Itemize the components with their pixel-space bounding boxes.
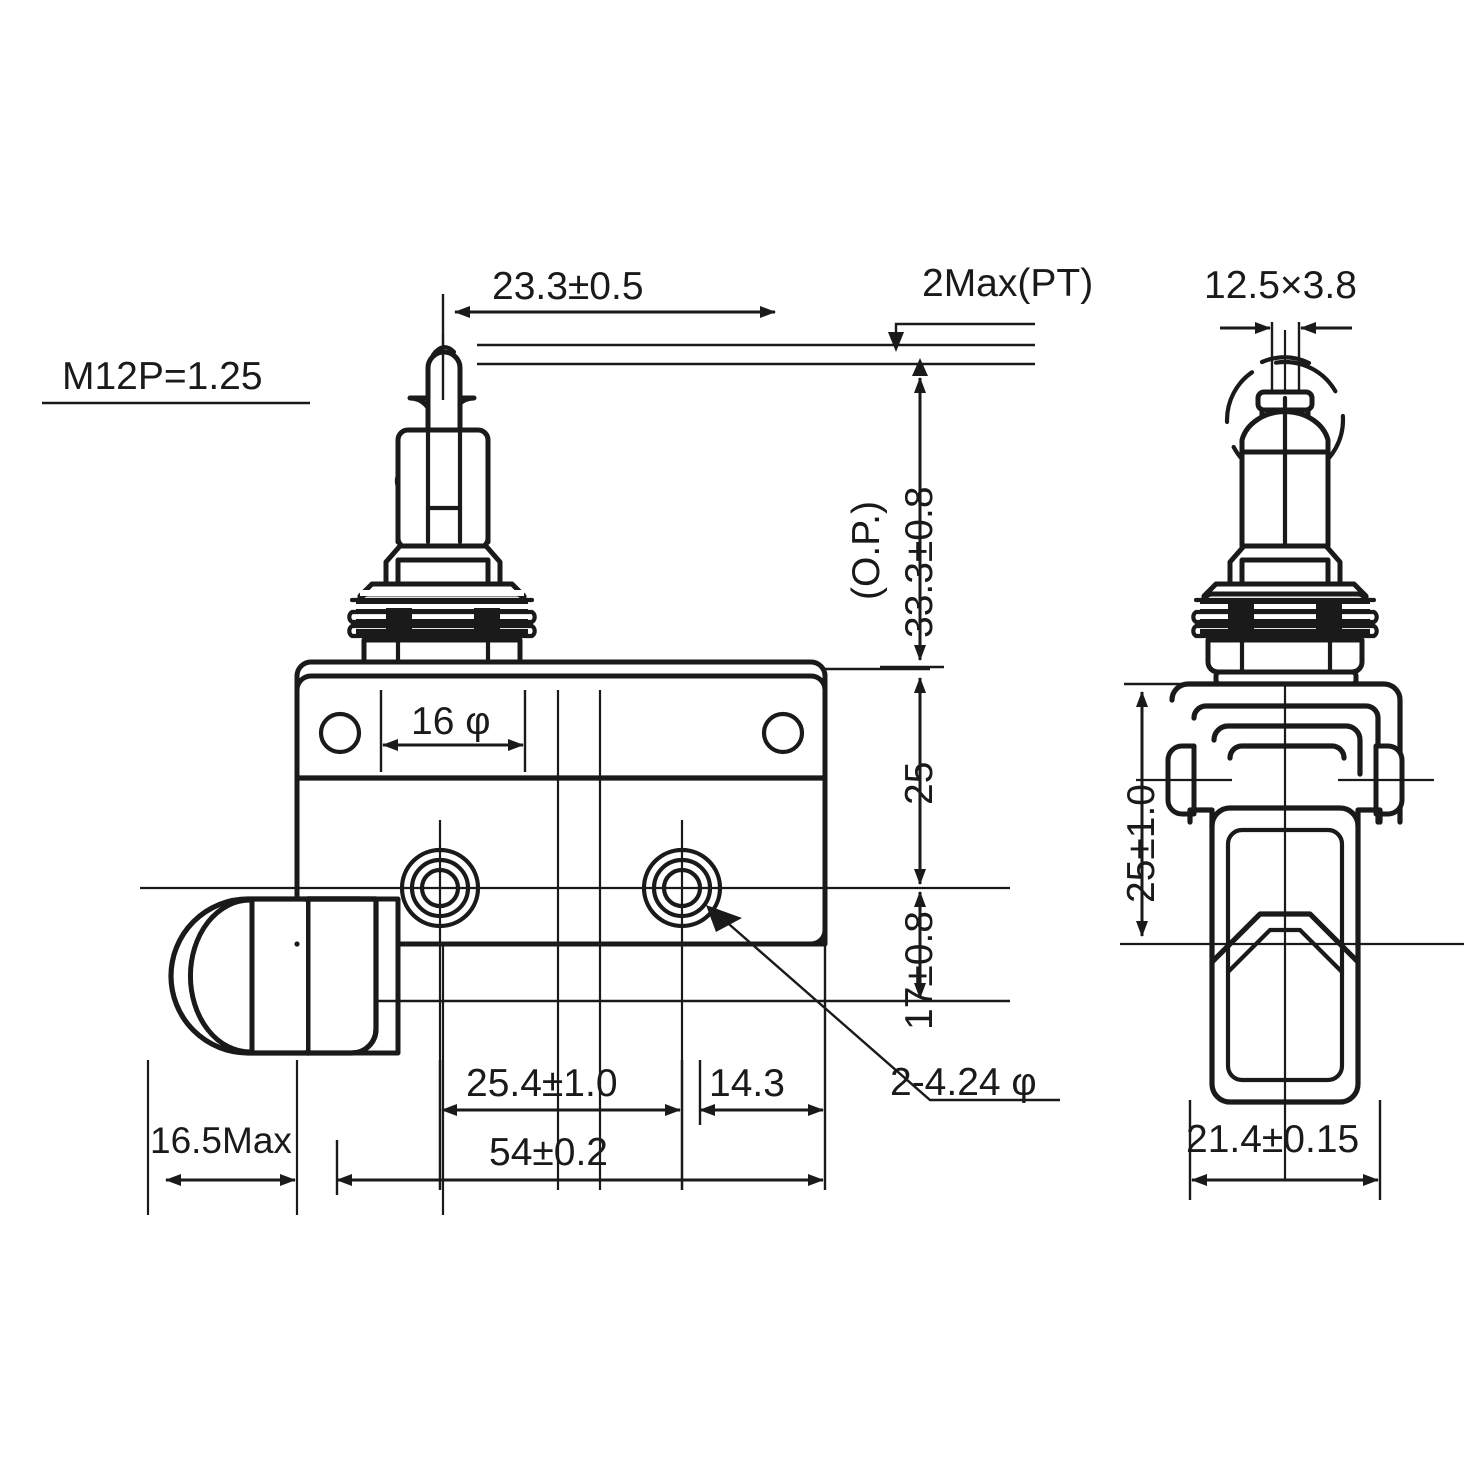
mount-hole-dia-label: 16 φ: [411, 700, 491, 743]
thread-band: [347, 597, 537, 639]
hole-callout-label: 2-4.24 φ: [890, 1061, 1037, 1104]
side-view: [1120, 322, 1464, 1200]
side-height-dim-label: 25±1.0: [1120, 784, 1163, 903]
body-length-dim-label: 54±0.2: [489, 1131, 608, 1174]
terminal-pitch-dim-label: 25.4±1.0: [466, 1062, 618, 1105]
side-width-dim-label: 21.4±0.15: [1186, 1118, 1360, 1161]
front-view: [140, 294, 1060, 1215]
plunger-height-dim-label: 23.3±0.5: [492, 265, 644, 308]
body-height-dim-label: 25: [898, 761, 941, 805]
terminal-offset-dim-label: 14.3: [709, 1062, 785, 1105]
operating-position-label: (O.P.): [845, 501, 888, 600]
terminal-height-dim-label: 17±0.8: [898, 911, 941, 1030]
thread-spec-label: M12P=1.25: [62, 355, 263, 398]
lever-max-dim-label: 16.5Max: [150, 1120, 292, 1161]
operating-position-value-label: 33.3±0.8: [898, 486, 941, 638]
roller-size-label: 12.5×3.8: [1204, 264, 1357, 307]
thread-band-side: [1191, 597, 1379, 639]
pretravel-label: 2Max(PT): [922, 262, 1094, 305]
